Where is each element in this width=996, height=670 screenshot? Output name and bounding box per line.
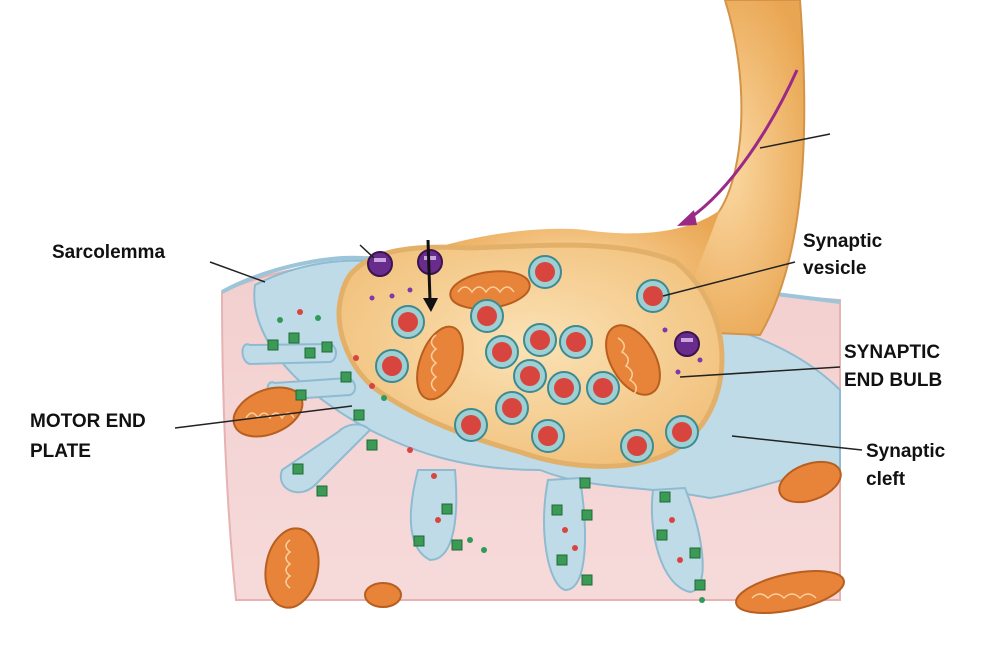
synaptic-vesicle xyxy=(513,359,547,393)
muscle-mitochondria xyxy=(232,386,845,614)
calcium-channel xyxy=(674,331,700,357)
leader-synaptic-end-bulb xyxy=(679,366,841,378)
synaptic-vesicle xyxy=(559,325,593,359)
synaptic-vesicle xyxy=(620,429,654,463)
synaptic-vesicle xyxy=(495,391,529,425)
synaptic-vesicle xyxy=(375,349,409,383)
bulb-mito-cristae xyxy=(430,286,637,395)
leader-synaptic-cleft xyxy=(731,435,863,451)
label-synaptic-vesicle-line2: vesicle xyxy=(803,258,867,279)
synaptic-vesicle xyxy=(586,371,620,405)
action-potential-arrow xyxy=(677,69,799,226)
leader-axon xyxy=(759,133,831,149)
synaptic-vesicle xyxy=(636,279,670,313)
leader-lines xyxy=(174,133,863,451)
leader-sarcolemma xyxy=(209,261,266,283)
label-motor-end-plate-line1: MOTOR END xyxy=(30,411,146,432)
label-synaptic-end-bulb-line1: SYNAPTIC xyxy=(844,342,941,363)
synaptic-vesicle xyxy=(547,371,581,405)
synaptic-vesicle xyxy=(485,335,519,369)
label-motor-end-plate-line2: PLATE xyxy=(30,441,91,462)
synaptic-vesicle xyxy=(528,255,562,289)
synaptic-vesicle xyxy=(454,408,488,442)
synaptic-vesicle xyxy=(523,323,557,357)
leader-calcium xyxy=(359,244,375,259)
calcium-influx-arrow xyxy=(423,239,438,312)
synaptic-vesicle xyxy=(665,415,699,449)
synaptic-vesicles xyxy=(375,255,699,463)
synaptic-vesicle xyxy=(391,305,425,339)
label-sarcolemma: Sarcolemma xyxy=(52,242,166,263)
synaptic-vesicle xyxy=(531,419,565,453)
label-synaptic-vesicle-line1: Synaptic xyxy=(803,231,883,252)
label-synaptic-cleft-line1: Synaptic xyxy=(866,441,946,462)
leader-motor-end-plate xyxy=(174,405,353,429)
leader-synaptic-vesicle xyxy=(662,261,796,297)
ach-receptors xyxy=(267,332,706,591)
ach-molecules xyxy=(277,287,705,603)
label-synaptic-end-bulb-line2: END BULB xyxy=(844,370,943,391)
label-synaptic-cleft-line2: cleft xyxy=(866,469,906,490)
bulb-mitochondria xyxy=(416,270,661,401)
synaptic-vesicle xyxy=(470,299,504,333)
